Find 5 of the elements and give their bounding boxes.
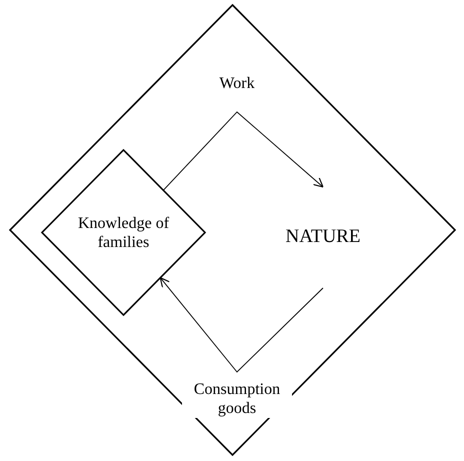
arrow [162,111,324,191]
region-label: NATURE [284,226,362,246]
node-label: Knowledge of families [76,214,170,252]
arrow [160,277,324,373]
edge-label: Consumption goods [182,380,292,418]
